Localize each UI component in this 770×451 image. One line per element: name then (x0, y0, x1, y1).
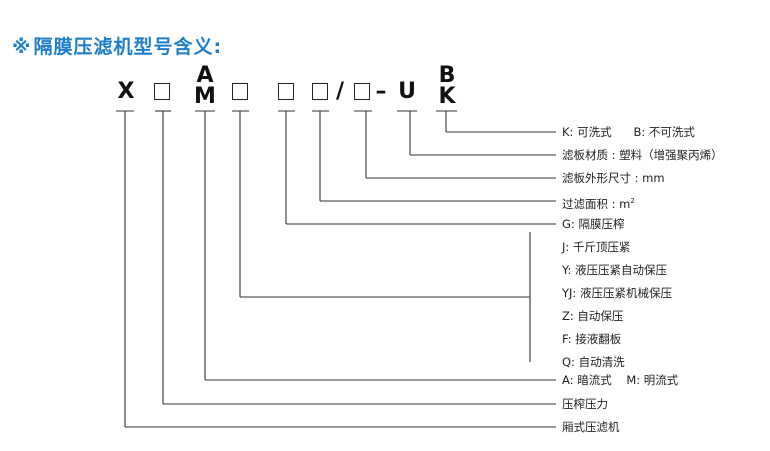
label-control-q: Q: 自动清洗 (562, 355, 625, 369)
code-letter-m: M (194, 84, 216, 109)
code-dash: – (375, 79, 387, 104)
label-filter-area-text: 过滤面积 : m (562, 196, 631, 211)
diagram-title: ※隔膜压滤机型号含义: (12, 32, 222, 59)
code-box-plate-size (354, 83, 370, 100)
label-filter-area-sup: 2 (630, 197, 635, 205)
code-box-area (312, 83, 328, 100)
code-letter-x: X (117, 79, 135, 104)
label-membrane: G: 隔膜压榨 (562, 217, 625, 231)
label-pressure: 压榨压力 (562, 397, 608, 411)
label-plate-material: 滤板材质 : 塑料（增强聚丙烯） (562, 148, 723, 162)
label-control-z: Z: 自动保压 (562, 309, 624, 323)
label-discharge-type: A: 暗流式 M: 明流式 (562, 373, 679, 387)
code-box-pressure (154, 83, 170, 100)
title-text: 隔膜压滤机型号含义: (33, 36, 223, 58)
label-control-yj: YJ: 液压压紧机械保压 (562, 286, 672, 300)
label-filter-area: 过滤面积 : m2 (562, 194, 635, 211)
label-control-j: J: 千斤顶压紧 (562, 240, 631, 254)
label-machine-type: 厢式压滤机 (562, 420, 620, 434)
code-letter-b: B (438, 63, 456, 88)
code-box-membrane (278, 83, 294, 100)
label-control-y: Y: 液压压紧自动保压 (562, 263, 668, 277)
label-control-f: F: 接液翻板 (562, 332, 622, 346)
code-letter-k: K (438, 84, 456, 109)
label-wash-type: K: 可洗式 B: 不可洗式 (562, 125, 695, 139)
code-slash: / (335, 79, 345, 104)
label-plate-size: 滤板外形尺寸 : mm (562, 171, 665, 185)
code-letter-a: A (196, 63, 214, 88)
code-box-control (232, 83, 248, 100)
code-letter-u: U (398, 79, 416, 104)
reference-mark-icon: ※ (12, 36, 32, 58)
